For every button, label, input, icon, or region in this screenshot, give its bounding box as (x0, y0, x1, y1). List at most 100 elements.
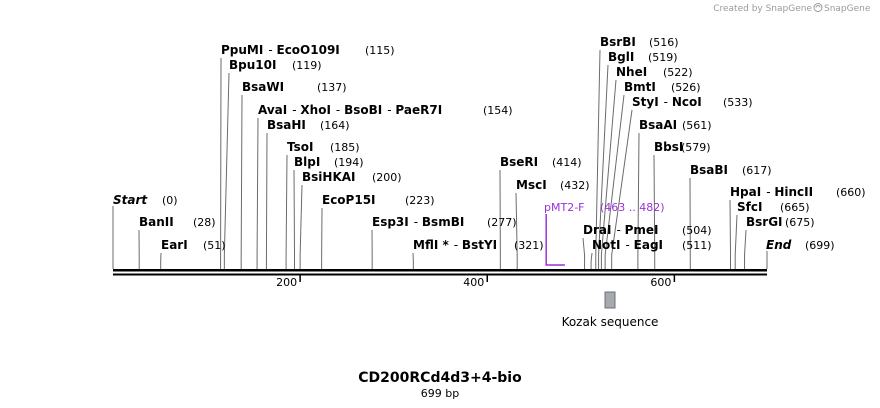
site-label-bbsi: BbsI (654, 140, 683, 154)
site-bsrbi[interactable]: BsrBI (516) (600, 35, 679, 49)
enzyme-name: NheI (616, 65, 647, 79)
site-bpu10i[interactable]: Bpu10I(119) (229, 58, 322, 72)
site-label-bsaai: BsaAI (639, 118, 677, 132)
leader-bsrgi (744, 229, 747, 269)
enzyme-name: AvaI (258, 103, 287, 117)
site-bsabi[interactable]: BsaBI(617) (690, 163, 772, 177)
site-mfli[interactable]: MflI *- BstYI(321) (413, 238, 544, 252)
enzyme-name: MscI (516, 178, 547, 192)
site-msci[interactable]: MscI (432) (516, 178, 590, 192)
sequence-length: 699 bp (421, 387, 459, 400)
enzyme-name: BglI (608, 50, 634, 64)
enzyme-name: Bpu10I (229, 58, 276, 72)
site-bsaai[interactable]: BsaAI (561) (639, 118, 712, 132)
enzyme-name: TsoI (287, 140, 313, 154)
site-bsrgi[interactable]: BsrGI(675) (746, 215, 815, 229)
site-position-hpai: (660) (836, 186, 866, 199)
leader-drai (582, 237, 586, 269)
feature-kozak-box (604, 291, 616, 309)
site-label-bpu10i: Bpu10I (229, 58, 276, 72)
enzyme-name: NcoI (672, 95, 702, 109)
leader-noti (590, 252, 593, 269)
start-position: (0) (162, 194, 178, 207)
site-ecop15i[interactable]: EcoP15I(223) (322, 193, 435, 207)
site-nhei[interactable]: NheI(522) (616, 65, 693, 79)
enzyme-name: BseRI (500, 155, 538, 169)
enzyme-name: HpaI (730, 185, 761, 199)
site-bsihkai[interactable]: BsiHKAI(200) (302, 170, 402, 184)
site-noti[interactable]: NotI- EagI(511) (592, 238, 712, 252)
site-label-bsihkai: BsiHKAI (302, 170, 356, 184)
site-position-ecop15i: (223) (405, 194, 435, 207)
site-position-sfci: (665) (780, 201, 810, 214)
site-sfci[interactable]: SfcI(665) (737, 200, 810, 214)
site-bbsi[interactable]: BbsI(579) (654, 140, 711, 154)
site-label-bmti: BmtI (624, 80, 656, 94)
site-position-bsaai: (561) (682, 119, 712, 132)
enzyme-name: BsaAI (639, 118, 677, 132)
site-label-ppumi: PpuMI- EcoO109I (221, 43, 340, 57)
site-position-bsrbi: (516) (649, 36, 679, 49)
site-label-styi: StyI- NcoI (632, 95, 702, 109)
site-bgli[interactable]: BglI (519) (608, 50, 678, 64)
site-bmti[interactable]: BmtI (526) (624, 80, 701, 94)
enzyme-name: NotI (592, 238, 621, 252)
site-bseri[interactable]: BseRI (414) (500, 155, 582, 169)
enzyme-name: PmeI (625, 223, 659, 237)
enzyme-name: BmtI (624, 80, 656, 94)
feature-kozak[interactable]: Kozak sequence (562, 291, 659, 329)
site-position-bmti: (526) (671, 81, 701, 94)
primer-name: pMT2-F (544, 201, 585, 214)
enzyme-name: MflI * (413, 238, 449, 252)
site-position-styi: (533) (723, 96, 753, 109)
site-position-bsrgi: (675) (785, 216, 815, 229)
site-avai[interactable]: AvaI- XhoI- BsoBI- PaeR7I(154) (258, 103, 513, 117)
primer-pmt2-f[interactable]: pMT2-F (463 .. 482) (544, 201, 665, 266)
site-label-esp3i: Esp3I- BsmBI (372, 215, 464, 229)
enzyme-name: BsaBI (690, 163, 728, 177)
snapgene-credit: Created by SnapGene SnapGene (713, 3, 871, 14)
leader-sfci (734, 214, 738, 269)
site-hpai[interactable]: HpaI- HincII (660) (730, 185, 866, 199)
enzyme-name: BanII (139, 215, 174, 229)
tick-label-400: 400 (463, 276, 484, 289)
site-blpi[interactable]: BlpI(194) (294, 155, 364, 169)
leader-bsihkai (299, 184, 303, 269)
leader-avai (256, 117, 259, 269)
site-eari[interactable]: EarI(51) (161, 238, 226, 252)
enzyme-name: EcoO109I (277, 43, 340, 57)
site-position-bgli: (519) (648, 51, 678, 64)
site-label-bsahi: BsaHI (267, 118, 306, 132)
site-styi[interactable]: StyI- NcoI (533) (632, 95, 753, 109)
credit-brand: SnapGene (824, 4, 871, 14)
site-position-tsoi: (185) (330, 141, 360, 154)
leader-hpai (729, 199, 732, 269)
site-position-bbsi: (579) (681, 141, 711, 154)
site-ppumi[interactable]: PpuMI- EcoO109I(115) (221, 43, 395, 57)
site-position-bseri: (414) (552, 156, 582, 169)
site-label-hpai: HpaI- HincII (730, 185, 813, 199)
site-banii[interactable]: BanII(28) (139, 215, 216, 229)
leader-bsawi (240, 94, 243, 269)
end-label: End (766, 238, 792, 252)
site-drai[interactable]: DraI- PmeI(504) (583, 223, 712, 237)
site-tsoi[interactable]: TsoI (185) (287, 140, 360, 154)
enzyme-name: DraI (583, 223, 611, 237)
leader-bpu10i (223, 72, 230, 269)
site-esp3i[interactable]: Esp3I- BsmBI(277) (372, 215, 517, 229)
site-position-msci: (432) (560, 179, 590, 192)
site-bsahi[interactable]: BsaHI (164) (267, 118, 350, 132)
site-position-noti: (511) (682, 239, 712, 252)
sequence-title: CD200RCd4d3+4-bio (358, 370, 522, 386)
termini: Start(0)End(699) (112, 193, 835, 269)
leader-nhei (600, 79, 617, 269)
site-label-bsrbi: BsrBI (600, 35, 636, 49)
site-label-avai: AvaI- XhoI- BsoBI- PaeR7I (258, 103, 442, 117)
leader-bsrbi (595, 49, 601, 269)
site-position-bsahi: (164) (320, 119, 350, 132)
site-bsawi[interactable]: BsaWI(137) (242, 80, 347, 94)
enzyme-name: BsaHI (267, 118, 306, 132)
enzyme-name: BsrGI (746, 215, 783, 229)
leader-bsaai (637, 132, 640, 269)
